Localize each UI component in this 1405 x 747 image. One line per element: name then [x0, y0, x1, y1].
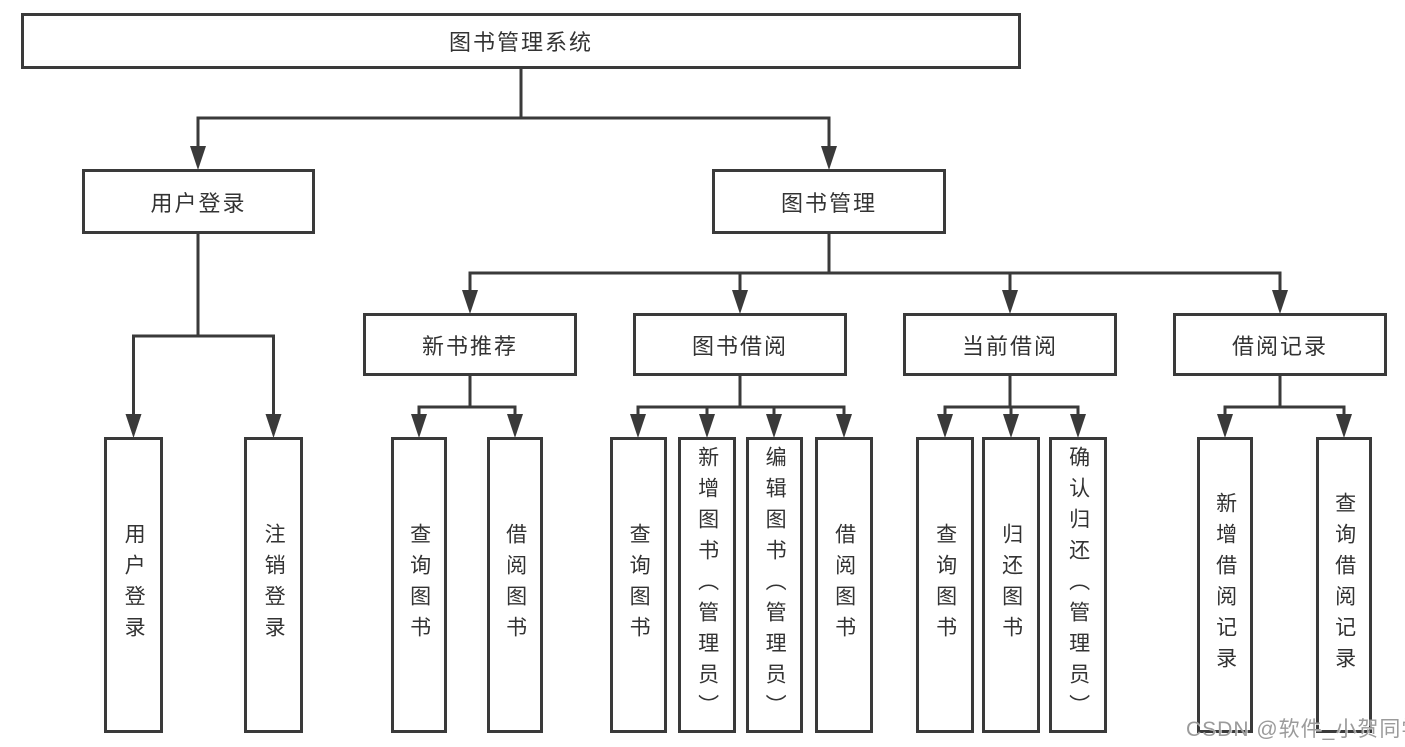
- leaf-logout: 注销登录: [244, 437, 303, 733]
- node-label: 新增借阅记录: [1213, 492, 1237, 678]
- node-label: 查询图书: [407, 523, 431, 647]
- node-current-borrowing: 当前借阅: [903, 313, 1117, 376]
- node-book-management: 图书管理: [712, 169, 946, 234]
- node-library-management-system: 图书管理系统: [21, 13, 1021, 69]
- node-label: 查询图书: [933, 523, 957, 647]
- node-label: 归还图书: [999, 523, 1023, 647]
- leaf-confirm-return-admin: 确认归还（管理员）: [1049, 437, 1107, 733]
- node-borrowing-records: 借阅记录: [1173, 313, 1387, 376]
- node-label: 查询图书: [627, 523, 651, 647]
- leaf-user-login: 用户登录: [104, 437, 163, 733]
- node-user-login: 用户登录: [82, 169, 315, 234]
- node-label: 编辑图书（管理员）: [763, 445, 787, 725]
- node-label: 注销登录: [262, 523, 286, 647]
- leaf-query-borrow-record: 查询借阅记录: [1316, 437, 1372, 733]
- node-label: 新书推荐: [421, 333, 518, 359]
- leaf-add-books-admin: 新增图书（管理员）: [678, 437, 736, 733]
- node-new-book-recommendation: 新书推荐: [363, 313, 577, 376]
- node-label: 当前借阅: [961, 333, 1058, 359]
- node-label: 用户登录: [122, 523, 146, 647]
- leaf-return-books: 归还图书: [982, 437, 1040, 733]
- node-label: 借阅图书: [503, 523, 527, 647]
- leaf-borrow-books-recommend: 借阅图书: [487, 437, 543, 733]
- csdn-watermark: CSDN @软件_小贺同学: [1186, 718, 1405, 741]
- leaf-edit-books-admin: 编辑图书（管理员）: [746, 437, 803, 733]
- leaf-query-books-recommend: 查询图书: [391, 437, 447, 733]
- node-label: 图书借阅: [691, 333, 788, 359]
- node-book-borrowing: 图书借阅: [633, 313, 847, 376]
- node-label: 借阅图书: [832, 523, 856, 647]
- node-label: 借阅记录: [1231, 333, 1328, 359]
- node-label: 用户登录: [150, 190, 247, 216]
- leaf-query-books-current: 查询图书: [916, 437, 974, 733]
- node-label: 图书管理系统: [448, 30, 593, 55]
- node-label: 确认归还（管理员）: [1066, 445, 1090, 725]
- node-label: 查询借阅记录: [1332, 492, 1356, 678]
- leaf-add-borrow-record: 新增借阅记录: [1197, 437, 1253, 733]
- leaf-borrow-books-borrowing: 借阅图书: [815, 437, 873, 733]
- node-label: 图书管理: [780, 190, 877, 216]
- node-label: 新增图书（管理员）: [695, 445, 719, 725]
- leaf-query-books-borrowing: 查询图书: [610, 437, 667, 733]
